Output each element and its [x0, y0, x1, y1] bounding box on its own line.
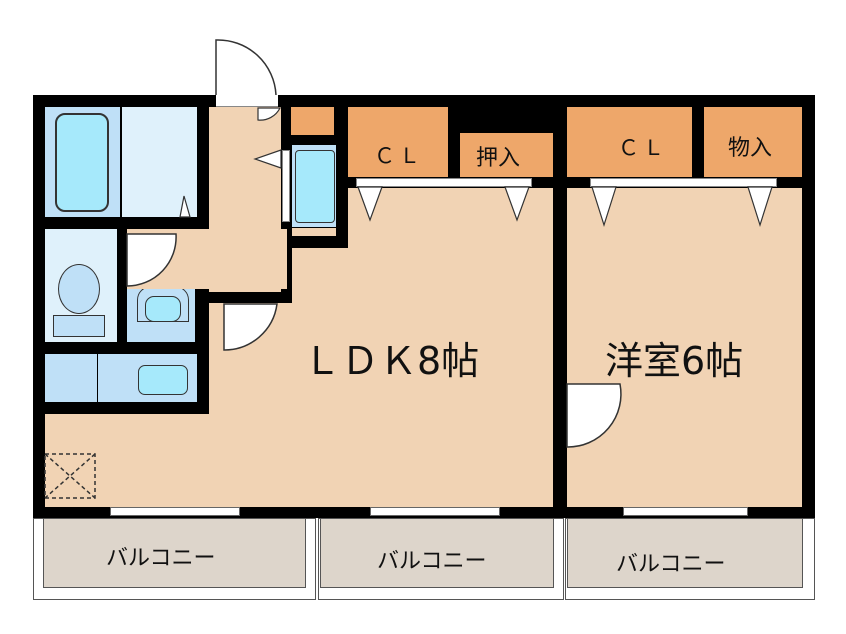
- western-room-floor: [567, 188, 802, 507]
- laundry-door: [282, 150, 290, 222]
- kitchen-sink: [138, 365, 188, 395]
- shoe-closet: [291, 107, 334, 135]
- bathtub: [55, 113, 109, 212]
- balcony-3-label: バルコニー: [616, 552, 726, 577]
- toilet-tank: [53, 315, 105, 337]
- closet-oshiire: [460, 133, 553, 177]
- balcony-window-1[interactable]: [110, 507, 240, 516]
- closet-cl-2-label: ＣＬ: [618, 136, 668, 160]
- closet-cl-1-label: ＣＬ: [374, 144, 424, 168]
- closet-cl-2: [567, 107, 692, 177]
- balcony-window-3[interactable]: [623, 507, 748, 516]
- western-room-label: 洋室6帖: [605, 339, 744, 383]
- closet-oshiire-label: 押入: [476, 146, 521, 171]
- closet-monoire: [704, 107, 802, 177]
- balcony-window-2[interactable]: [370, 507, 500, 516]
- ldk-label: ＬＤＫ8帖: [303, 339, 480, 383]
- balcony-2-label: バルコニー: [377, 549, 487, 574]
- closet-monoire-label: 物入: [728, 136, 773, 161]
- washing-machine-pan: [295, 150, 335, 223]
- closet-cl-1: [348, 107, 448, 177]
- closet-sliding-door-2[interactable]: [590, 178, 777, 187]
- entry-threshold: [216, 95, 278, 107]
- balcony-2: [320, 518, 554, 588]
- closet-sliding-door-1[interactable]: [356, 178, 532, 187]
- toilet-bowl: [58, 264, 100, 314]
- ldk-floor-mid: [292, 248, 352, 308]
- balcony-1-label: バルコニー: [106, 546, 216, 571]
- kitchen-counter: [45, 354, 97, 402]
- laundry-strip: [292, 228, 336, 236]
- ldk-floor: [45, 414, 553, 507]
- balcony-3: [567, 518, 803, 588]
- balcony-1: [43, 518, 306, 588]
- washbasin: [145, 296, 181, 322]
